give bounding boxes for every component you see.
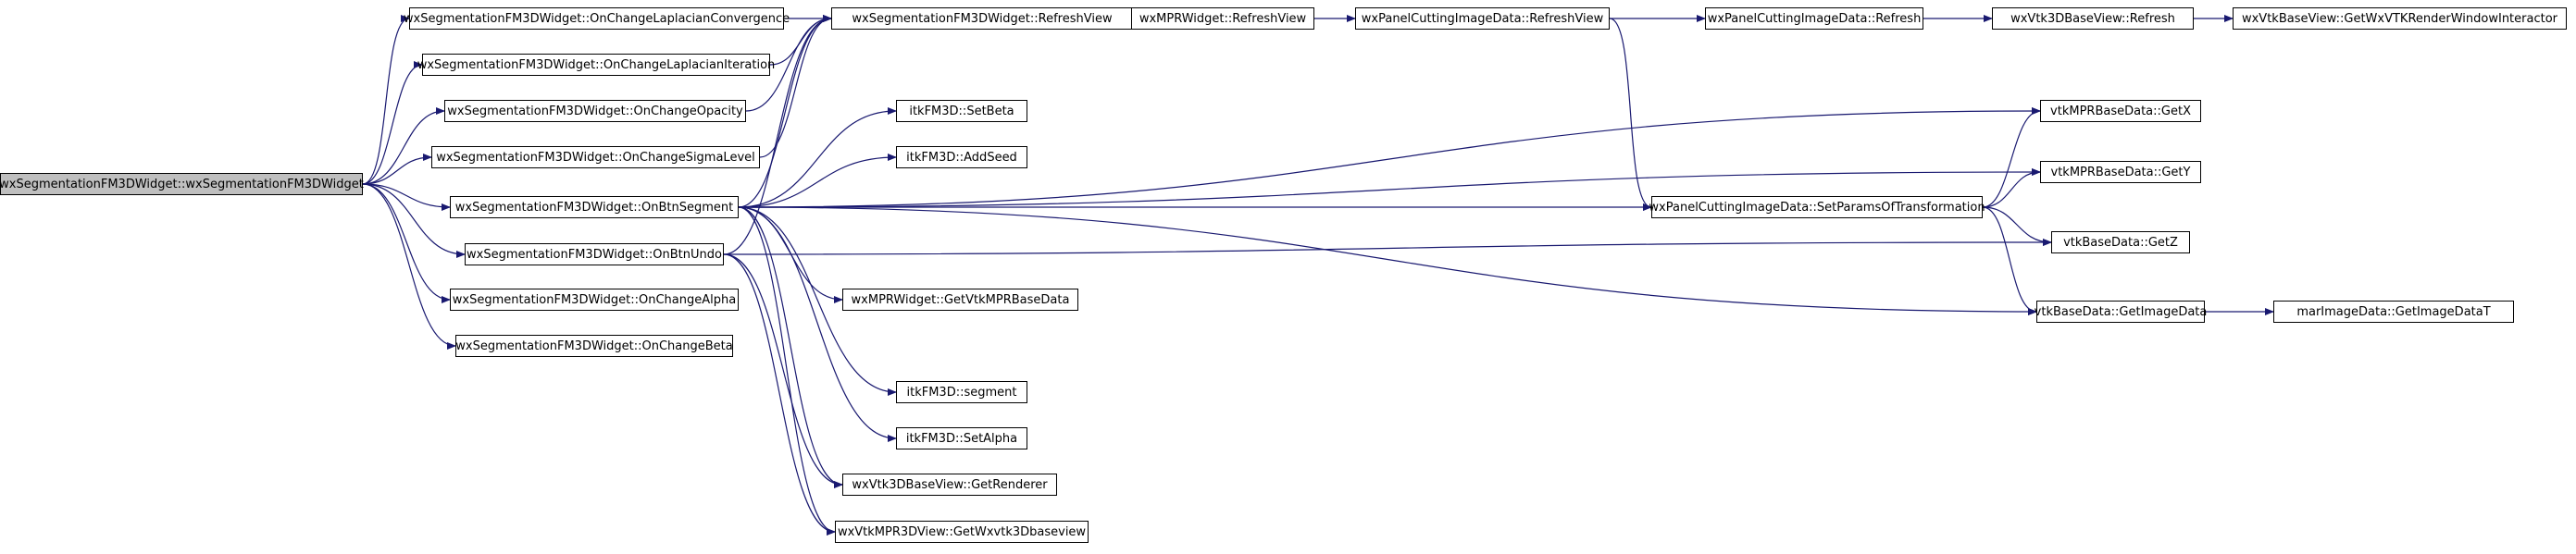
graph-edge-n0-n1 (362, 15, 410, 185)
graph-edge-n22-n25 (1982, 206, 2052, 246)
graph-edge-n5-n18 (738, 206, 897, 396)
graph-node-n17[interactable]: wxMPRWidget::GetVtkMPRBaseData (842, 289, 1078, 311)
graph-edge-n5-n24 (738, 168, 2041, 208)
graph-edge-n5-n16 (738, 154, 897, 208)
graph-edge-n22-n24 (1982, 168, 2041, 208)
graph-node-n21[interactable]: wxVtkMPR3DView::GetWxvtk3Dbaseview (835, 521, 1089, 543)
graph-edge-n5-n26 (738, 206, 2037, 315)
graph-node-n23[interactable]: vtkMPRBaseData::GetX (2040, 100, 2201, 122)
graph-node-n5[interactable]: wxSegmentationFM3DWidget::OnBtnSegment (450, 196, 739, 218)
graph-edge-n0-n5 (362, 183, 451, 211)
graph-node-n18[interactable]: itkFM3D::segment (896, 381, 1027, 403)
graph-edge-n0-n3 (362, 107, 445, 185)
graph-node-n9[interactable]: wxSegmentationFM3DWidget::RefreshView (831, 7, 1133, 30)
graph-node-n12[interactable]: wxPanelCuttingImageData::Refresh (1705, 7, 1923, 30)
graph-edge-n0-n7 (362, 183, 451, 303)
graph-edge-n0-n6 (362, 183, 466, 258)
graph-node-n25[interactable]: vtkBaseData::GetZ (2051, 231, 2190, 253)
graph-edge-n5-n23 (738, 107, 2041, 208)
graph-edge-n3-n9 (745, 15, 832, 112)
graph-edge-n5-n19 (738, 206, 897, 442)
graph-edge-n0-n4 (362, 154, 432, 185)
graph-node-n8[interactable]: wxSegmentationFM3DWidget::OnChangeBeta (455, 335, 733, 357)
graph-node-n4[interactable]: wxSegmentationFM3DWidget::OnChangeSigmaL… (431, 146, 760, 168)
graph-edge-n0-n8 (362, 183, 456, 350)
graph-edge-n6-n21 (723, 253, 836, 536)
graph-edge-n5-n21 (738, 206, 836, 536)
graph-node-n26[interactable]: vtkBaseData::GetImageData (2035, 301, 2207, 323)
graph-edge-n11-n22 (1609, 18, 1652, 211)
graph-node-n14[interactable]: wxVtkBaseView::GetWxVTKRenderWindowInter… (2233, 7, 2567, 30)
graph-edge-n6-n25 (723, 239, 2052, 255)
graph-node-n3[interactable]: wxSegmentationFM3DWidget::OnChangeOpacit… (444, 100, 746, 122)
graph-node-n2[interactable]: wxSegmentationFM3DWidget::OnChangeLaplac… (417, 54, 775, 76)
graph-node-n24[interactable]: vtkMPRBaseData::GetY (2040, 161, 2201, 183)
graph-node-n1[interactable]: wxSegmentationFM3DWidget::OnChangeLaplac… (404, 7, 790, 30)
graph-edge-n6-n9 (723, 15, 832, 255)
graph-edge-n22-n26 (1982, 206, 2037, 315)
graph-node-n22[interactable]: wxPanelCuttingImageData::SetParamsOfTran… (1649, 196, 1985, 218)
graph-edge-n4-n9 (759, 15, 832, 158)
graph-node-n16[interactable]: itkFM3D::AddSeed (896, 146, 1027, 168)
graph-node-n13[interactable]: wxVtk3DBaseView::Refresh (1992, 7, 2194, 30)
graph-node-n6[interactable]: wxSegmentationFM3DWidget::OnBtnUndo (465, 243, 724, 265)
graph-node-n20[interactable]: wxVtk3DBaseView::GetRenderer (842, 474, 1057, 496)
graph-node-n7[interactable]: wxSegmentationFM3DWidget::OnChangeAlpha (450, 289, 739, 311)
graph-edge-n5-n20 (738, 206, 843, 488)
graph-edge-n6-n20 (723, 253, 843, 488)
graph-node-n11[interactable]: wxPanelCuttingImageData::RefreshView (1355, 7, 1610, 30)
graph-edge-n5-n15 (738, 107, 897, 208)
graph-edge-n22-n23 (1982, 107, 2041, 208)
graph-node-n15[interactable]: itkFM3D::SetBeta (896, 100, 1027, 122)
graph-node-n19[interactable]: itkFM3D::SetAlpha (896, 427, 1027, 449)
graph-edge-n0-n2 (362, 61, 423, 185)
graph-edge-n5-n9 (738, 15, 832, 208)
graph-node-n0: wxSegmentationFM3DWidget::wxSegmentation… (0, 173, 364, 195)
graph-node-n27[interactable]: marImageData::GetImageDataT (2273, 301, 2514, 323)
graph-node-n10[interactable]: wxMPRWidget::RefreshView (1131, 7, 1314, 30)
